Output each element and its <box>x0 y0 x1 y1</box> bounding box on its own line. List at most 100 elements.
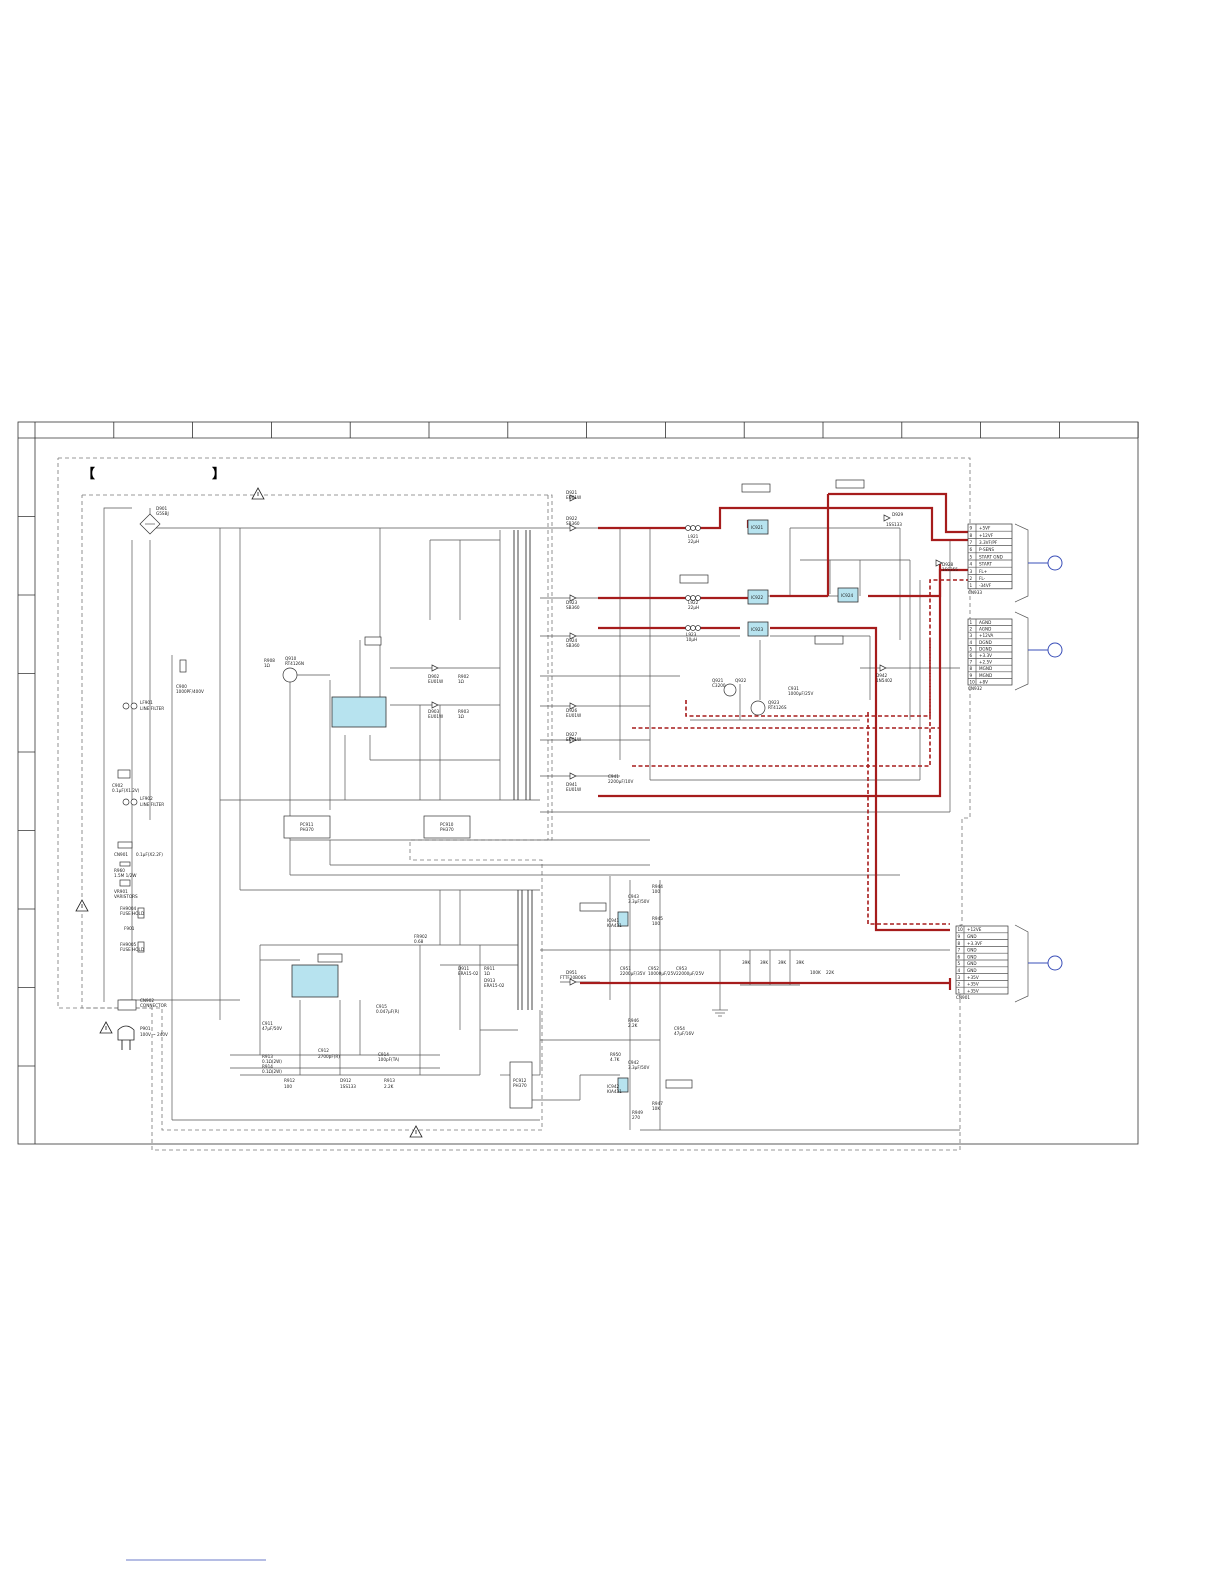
connector-pin-number: 7 <box>970 540 973 545</box>
connector-pin-label: +3.3VF <box>967 941 983 946</box>
connector-pin-number: 8 <box>958 941 961 946</box>
d951-value: FTTF20B06S <box>560 975 586 980</box>
connector-pin-label: GND <box>967 934 977 939</box>
diode-d941 <box>569 772 577 780</box>
diode-d928 <box>935 559 943 567</box>
bridge-rectifier-icon <box>139 513 161 535</box>
l923-value: 10µH <box>686 637 697 642</box>
r947-ref: R947 <box>652 1101 663 1106</box>
p901-value: 100V ~ 240V <box>140 1032 168 1037</box>
c942-ref: C942 <box>628 1060 639 1065</box>
r960-value: 1.5M 1/2W <box>114 873 136 878</box>
d922-value: SB360 <box>566 521 580 526</box>
connector-pin-number: 7 <box>958 948 961 953</box>
lf901-value: LINE FILTER <box>140 706 164 711</box>
vr901-value: VARISTORS <box>114 894 138 899</box>
r946-value: 2.2K <box>628 1023 638 1028</box>
r945-value: 100 <box>652 921 660 926</box>
connector-pin-label: GND <box>967 968 977 973</box>
d921-value: EU01W <box>566 495 581 500</box>
link-circle-a <box>1047 555 1063 571</box>
r954-value: 39K <box>796 960 804 965</box>
r913-ref: R913 <box>262 1054 273 1059</box>
q923-ref: Q923 <box>768 700 780 705</box>
c902-ref: C902 <box>112 783 123 788</box>
r945-ref: R945 <box>652 916 663 921</box>
d912-ref: D912 <box>340 1078 352 1083</box>
d912-value: 1SS133 <box>340 1084 356 1089</box>
fuse-holder-fh9004 <box>137 907 145 919</box>
r949-ref: R949 <box>632 1110 643 1115</box>
capacitor-cn901 <box>117 841 133 849</box>
transistor-q923 <box>750 700 766 716</box>
c951-ref: C951 <box>620 966 631 971</box>
cn902-value: CONNECTOR <box>140 1003 167 1008</box>
fr902-value: 0.68 <box>414 939 424 944</box>
ic942-ref: IC942 <box>607 1084 619 1089</box>
connector-pin-label: +2.5V <box>979 660 992 665</box>
r908-ref: R908 <box>264 658 275 663</box>
c912-ref: C912 <box>318 1048 329 1053</box>
photocoupler-pc911 <box>283 815 331 839</box>
part-label-box-lower <box>317 953 343 963</box>
transistor-q910 <box>282 667 298 683</box>
c954-value: 47µF/16V <box>674 1031 694 1036</box>
fr902-ref: FR902 <box>414 934 428 939</box>
d902-ref: D902 <box>428 674 440 679</box>
connector-pin-label: DGND <box>979 640 992 645</box>
r902-value: 1Ω <box>458 679 465 684</box>
title-bracket-open: 【 <box>82 466 95 482</box>
d903-ref: D903 <box>428 709 440 714</box>
part-label-box-b <box>835 479 865 489</box>
d924-ref: D924 <box>566 638 578 643</box>
r946-ref: R946 <box>628 1018 639 1023</box>
connector-ref: CN933 <box>968 590 982 595</box>
c915-value: 0.047µF(R) <box>376 1009 400 1014</box>
diode-d921 <box>569 494 577 502</box>
r903-ref: R903 <box>458 709 469 714</box>
connector-pin-label: P-SENS <box>979 547 994 552</box>
d924-value: SB360 <box>566 643 580 648</box>
r912-ref: R912 <box>284 1078 295 1083</box>
ic941-value: KIA431 <box>607 923 622 928</box>
connector-pin-label: GND <box>967 961 977 966</box>
connector-cn902 <box>117 999 137 1011</box>
fh9004-value: FUSE HOLD <box>120 911 144 916</box>
q910-value: RT4126N <box>285 661 304 666</box>
connector-pin-number: 8 <box>970 666 973 671</box>
connector-pin-label: +3.3V <box>979 653 992 658</box>
connector-pin-number: 4 <box>970 640 973 645</box>
d903-value: EU01W <box>428 714 443 719</box>
l922-ref: L922 <box>688 600 699 605</box>
d942-value: 1N5402 <box>876 678 893 683</box>
c911-ref: C911 <box>262 1021 273 1026</box>
diode-d951 <box>569 978 577 986</box>
connector-pin-label: AGND <box>979 620 991 625</box>
part-label-box-f <box>665 1079 693 1089</box>
warning-triangle-icon <box>99 1021 113 1034</box>
line-filter-lf902 <box>122 798 138 806</box>
r912-value: 100 <box>284 1084 292 1089</box>
connector-pin-label: -34VF <box>979 583 992 588</box>
ic922 <box>747 589 769 605</box>
d928-value: 1SS355 <box>942 567 958 572</box>
connector-pin-number: 1 <box>970 620 973 625</box>
c943-value: 3.3µF/50V <box>628 899 649 904</box>
part-label-box-a <box>741 483 771 493</box>
q921-ref: Q921 <box>712 678 724 683</box>
c914-ref: C914 <box>378 1052 389 1057</box>
d929-ref: D929 <box>892 512 904 517</box>
c912-value: 2700pF(R) <box>318 1054 340 1059</box>
d911-value: ERA15-02 <box>458 971 479 976</box>
d922-ref: D922 <box>566 516 578 521</box>
cn902-ref: CN902 <box>140 998 154 1003</box>
d941-ref: D941 <box>566 782 578 787</box>
fuse-holder-fh9005 <box>137 941 145 953</box>
connector-pin-label: MGND <box>979 666 992 671</box>
ic-primary-controller-lower <box>291 964 339 998</box>
inductor-l923 <box>685 625 701 631</box>
cn901-ref: CN901 <box>114 852 128 857</box>
connector-pin-number: 8 <box>970 533 973 538</box>
connector-pin-number: 1 <box>958 988 961 993</box>
